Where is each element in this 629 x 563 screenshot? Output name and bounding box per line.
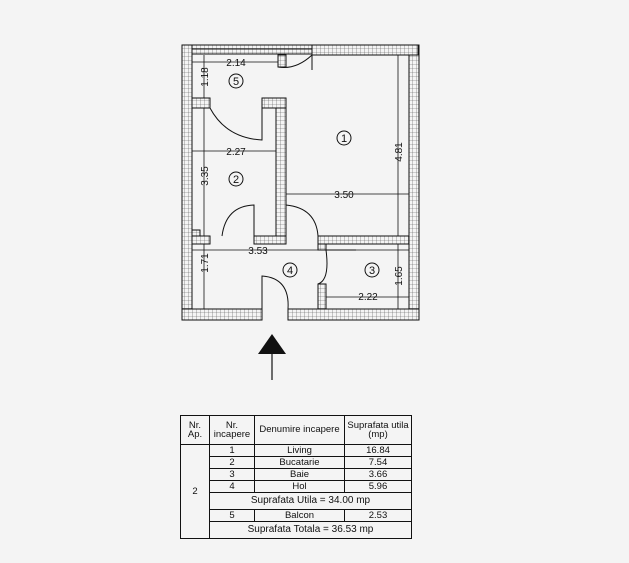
- room-area: 3.66: [344, 468, 412, 481]
- apartment-number: 2: [180, 444, 210, 539]
- room-name: Bucatarie: [254, 456, 345, 469]
- room-nr: 4: [209, 480, 255, 493]
- dim-hol-width: 3.53: [248, 246, 268, 257]
- outer-walls: [181, 44, 420, 321]
- room-nr: 2: [209, 456, 255, 469]
- header-nr-ap: Nr. Ap.: [180, 415, 210, 445]
- room-marker-5: 5: [228, 73, 244, 89]
- entrance-arrow-icon: [258, 334, 286, 380]
- room-area: 5.96: [344, 480, 412, 493]
- room-marker-4: 4: [282, 262, 298, 278]
- room-area: 7.54: [344, 456, 412, 469]
- room-marker-2: 2: [228, 171, 244, 187]
- room-number: 2: [233, 174, 239, 186]
- room-nr: 5: [209, 509, 255, 522]
- dim-bucatarie-height: 3.35: [200, 166, 211, 186]
- wall-right: [408, 44, 420, 321]
- dim-hol-height: 1.71: [200, 253, 211, 273]
- suprafata-totala-row: Suprafata Totala = 36.53 mp: [181, 521, 412, 539]
- room-area: 2.53: [344, 509, 412, 522]
- table-row: 4 Hol 5.96: [181, 480, 412, 493]
- suprafata-totala-total: Suprafata Totala = 36.53 mp: [209, 521, 412, 539]
- wall-bottom-right: [287, 308, 420, 321]
- room-marker-1: 1: [336, 130, 352, 146]
- dim-balcon-height: 1.18: [200, 67, 211, 87]
- wall-bottom-left: [181, 308, 263, 321]
- table-header-row: Nr. Ap. Nr. incapere Denumire incapere S…: [180, 415, 412, 445]
- table-row: 3 Baie 3.66: [181, 468, 412, 481]
- header-denumire: Denumire incapere: [254, 415, 345, 445]
- room-number: 4: [287, 265, 293, 277]
- dimension-lines: [192, 55, 409, 309]
- room-area-table: Nr. Ap. Nr. incapere Denumire incapere S…: [180, 415, 412, 539]
- room-name: Hol: [254, 480, 345, 493]
- dim-bucatarie-width: 2.27: [226, 147, 246, 158]
- interior-walls: [191, 54, 410, 310]
- floor-plan: 2.14 1.18 2.27 3.35 3.50 4.81 3.53 1.71 …: [181, 44, 420, 380]
- table-row: 5 Balcon 2.53: [181, 509, 412, 522]
- room-area: 16.84: [344, 444, 412, 457]
- dim-balcon-width: 2.14: [226, 58, 246, 69]
- suprafata-utila-row: Suprafata Utila = 34.00 mp: [181, 492, 412, 510]
- wall-left: [181, 44, 193, 321]
- header-suprafata: Suprafata utila (mp): [344, 415, 412, 445]
- table-row: 2 Bucatarie 7.54: [181, 456, 412, 469]
- room-number: 5: [233, 76, 239, 88]
- room-nr: 3: [209, 468, 255, 481]
- room-number: 1: [341, 133, 347, 145]
- room-marker-3: 3: [364, 262, 380, 278]
- wall-top-right: [311, 44, 419, 56]
- dim-baie-height: 1.65: [394, 266, 405, 286]
- dim-living-height: 4.81: [394, 142, 405, 162]
- header-nr-incapere: Nr. incapere: [209, 415, 255, 445]
- dim-baie-width: 2.22: [358, 292, 378, 303]
- room-nr: 1: [209, 444, 255, 457]
- room-name: Living: [254, 444, 345, 457]
- room-name: Baie: [254, 468, 345, 481]
- room-name: Balcon: [254, 509, 345, 522]
- suprafata-utila-total: Suprafata Utila = 34.00 mp: [209, 492, 412, 510]
- dim-living-width: 3.50: [334, 190, 354, 201]
- table-row: 2 1 Living 16.84: [180, 444, 412, 539]
- room-number: 3: [369, 265, 375, 277]
